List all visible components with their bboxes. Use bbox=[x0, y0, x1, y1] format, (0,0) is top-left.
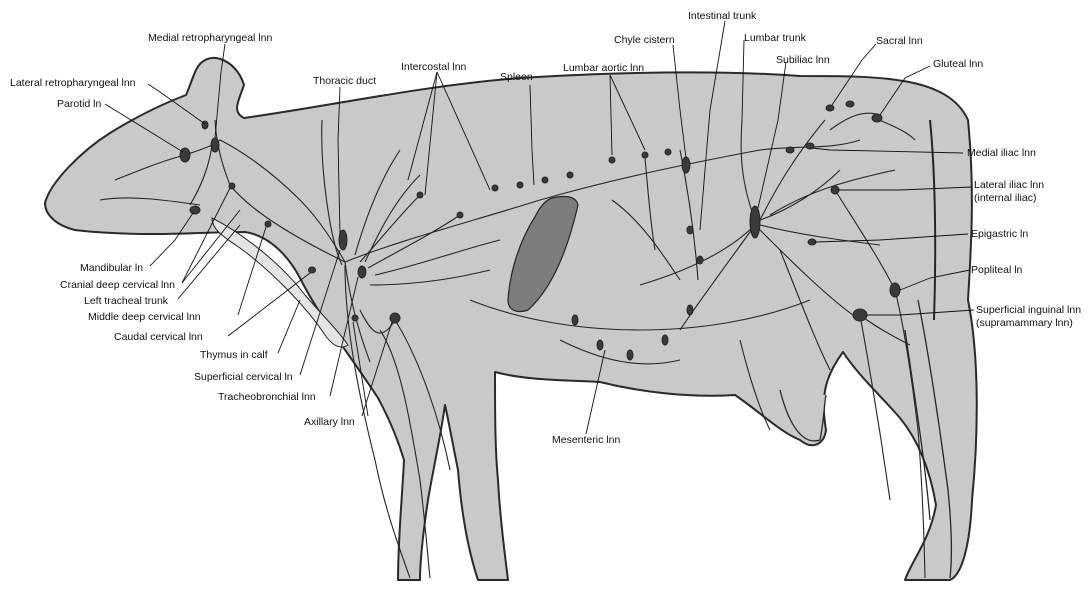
label-tracheobronchial: Tracheobronchial lnn bbox=[218, 391, 316, 403]
label-lateral-iliac-line2: (internal iliac) bbox=[974, 192, 1036, 204]
label-popliteal: Popliteal ln bbox=[971, 264, 1023, 276]
label-caudal-cervical: Caudal cervical lnn bbox=[114, 331, 203, 343]
node-medial-iliac-1 bbox=[786, 147, 794, 153]
node-superficial-inguinal bbox=[853, 309, 867, 321]
label-axillary: Axillary lnn bbox=[304, 416, 355, 428]
label-spleen: Spleen bbox=[500, 71, 533, 83]
label-superficial-inguinal-line1: Superficial inguinal lnn bbox=[976, 304, 1081, 316]
node-mesenteric-4 bbox=[662, 335, 668, 345]
label-subiliac: Subiliac lnn bbox=[776, 54, 830, 66]
label-parotid: Parotid ln bbox=[57, 98, 102, 110]
node-gluteal bbox=[872, 114, 882, 122]
label-epigastric: Epigastric ln bbox=[971, 228, 1028, 240]
node-intercostal-4 bbox=[517, 182, 523, 188]
node-epigastric bbox=[808, 239, 816, 245]
node-intercostal-2 bbox=[457, 212, 463, 218]
label-intercostal: Intercostal lnn bbox=[401, 61, 467, 73]
node-mesenteric-6 bbox=[687, 226, 693, 234]
node-lumbar-aortic-3 bbox=[665, 149, 671, 155]
node-caudal-cervical bbox=[309, 267, 316, 273]
node-popliteal bbox=[890, 283, 900, 297]
node-mesenteric-7 bbox=[697, 256, 703, 264]
label-medial-retropharyngeal: Medial retropharyngeal lnn bbox=[148, 32, 272, 44]
node-mandibular bbox=[190, 206, 200, 214]
node-intercostal-5 bbox=[542, 177, 548, 183]
label-sacral: Sacral lnn bbox=[876, 35, 923, 47]
label-medial-iliac: Medial iliac lnn bbox=[967, 147, 1036, 159]
node-axillary-2 bbox=[352, 315, 358, 321]
label-superficial-cervical: Superficial cervical ln bbox=[194, 371, 293, 383]
node-mesenteric-3 bbox=[627, 350, 633, 360]
node-mesenteric-2 bbox=[597, 340, 603, 350]
node-sacral-1 bbox=[826, 105, 834, 111]
node-chyle-cistern bbox=[682, 157, 690, 173]
node-intercostal-1 bbox=[417, 192, 423, 198]
node-lumbar-aortic-2 bbox=[642, 152, 648, 158]
node-lateral-iliac bbox=[831, 186, 839, 194]
node-tracheobronchial bbox=[358, 266, 366, 278]
label-middle-deep-cervical: Middle deep cervical lnn bbox=[88, 311, 201, 323]
node-sacral-2 bbox=[846, 101, 854, 107]
label-mandibular: Mandibular ln bbox=[80, 262, 143, 274]
node-medial-retropharyngeal bbox=[211, 138, 219, 152]
node-parotid bbox=[180, 148, 190, 162]
label-superficial-inguinal-line2: (supramammary lnn) bbox=[976, 317, 1073, 329]
node-lumbar-aortic-1 bbox=[609, 157, 615, 163]
label-lumbar-aortic: Lumbar aortic lnn bbox=[563, 62, 644, 74]
node-middle-deep-cervical bbox=[265, 221, 271, 227]
node-mesenteric-5 bbox=[687, 305, 693, 315]
label-gluteal: Gluteal lnn bbox=[933, 58, 983, 70]
node-subiliac bbox=[750, 206, 760, 238]
label-chyle-cistern: Chyle cistern bbox=[614, 34, 675, 46]
label-lateral-iliac-line1: Lateral iliac lnn bbox=[974, 179, 1044, 191]
label-thoracic-duct: Thoracic duct bbox=[313, 75, 376, 87]
label-left-tracheal-trunk: Left tracheal trunk bbox=[84, 295, 169, 307]
node-axillary-1 bbox=[390, 313, 400, 323]
label-lumbar-trunk: Lumbar trunk bbox=[744, 32, 807, 44]
label-cranial-deep-cervical: Cranial deep cervical lnn bbox=[60, 279, 175, 291]
node-mesenteric-1 bbox=[572, 315, 578, 325]
label-intestinal-trunk: Intestinal trunk bbox=[688, 10, 757, 22]
node-intercostal-6 bbox=[567, 172, 573, 178]
label-mesenteric: Mesenteric lnn bbox=[552, 434, 620, 446]
node-intercostal-3 bbox=[492, 185, 498, 191]
label-thymus: Thymus in calf bbox=[200, 349, 268, 361]
label-lateral-retropharyngeal: Lateral retropharyngeal lnn bbox=[10, 77, 136, 89]
